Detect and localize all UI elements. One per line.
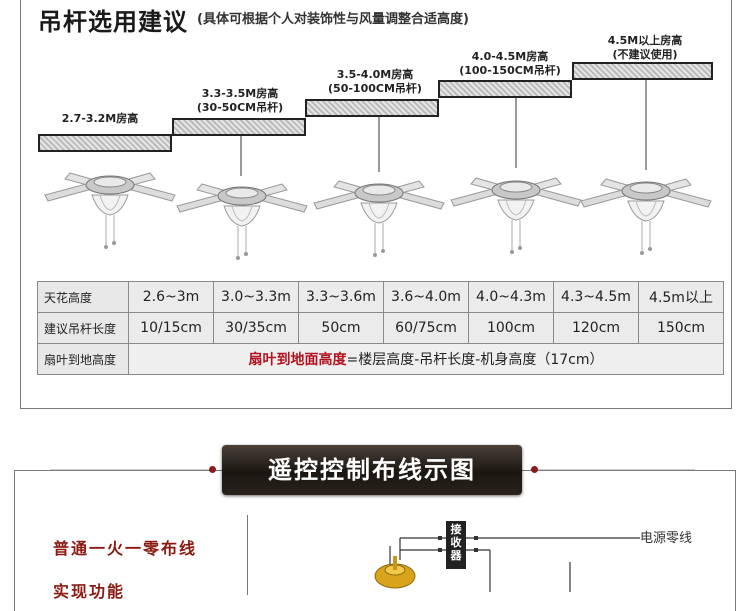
downrod-5 xyxy=(645,80,647,170)
ceiling-plate-3 xyxy=(305,99,439,117)
ceiling-plate-1 xyxy=(38,134,172,152)
step-2-label: 3.3-3.5M房高 (30-50CM吊杆) xyxy=(185,87,295,115)
step-1-height: 2.7-3.2M房高 xyxy=(61,112,139,125)
table-cell: 3.6~4.0m xyxy=(383,281,469,313)
rod-length-table: 天花高度 2.6~3m 3.0~3.3m 3.3~3.6m 3.6~4.0m 4… xyxy=(37,281,724,375)
formula-highlight: 扇叶到地面高度 xyxy=(248,352,347,368)
wiring-method-title: 普通一火一零布线 xyxy=(53,539,198,558)
table-cell: 4.5m以上 xyxy=(638,281,724,313)
step-5-rod: (不建议使用) xyxy=(612,48,678,61)
section-frame xyxy=(20,0,732,409)
formula-rest: =楼层高度-吊杆长度-机身高度（17cm） xyxy=(346,352,604,368)
downrod-3 xyxy=(378,117,380,172)
wiring-diagram xyxy=(374,536,640,592)
divider-right xyxy=(530,469,695,470)
receiver-box: 接收器 xyxy=(446,521,466,569)
decor-dot-left xyxy=(209,466,216,473)
ceiling-fan-illustrations xyxy=(44,172,712,261)
ceiling-plate-5 xyxy=(572,62,713,80)
table-cell: 30/35cm xyxy=(213,312,299,344)
table-row: 天花高度 2.6~3m 3.0~3.3m 3.3~3.6m 3.6~4.0m 4… xyxy=(37,281,724,313)
ceiling-plate-4 xyxy=(438,80,572,98)
step-4-height: 4.0-4.5M房高 xyxy=(471,50,549,63)
step-5-height: 4.5M以上房高 xyxy=(607,34,683,47)
table-cell: 3.0~3.3m xyxy=(213,281,299,313)
table-cell: 4.3~4.5m xyxy=(553,281,639,313)
ceiling-plate-2 xyxy=(172,118,306,136)
table-cell: 50cm xyxy=(298,312,384,344)
divider-left xyxy=(50,469,215,470)
step-2-height: 3.3-3.5M房高 xyxy=(201,87,279,100)
table-row: 扇叶到地高度 扇叶到地面高度=楼层高度-吊杆长度-机身高度（17cm） xyxy=(37,343,724,375)
step-1-label: 2.7-3.2M房高 xyxy=(50,112,150,126)
table-cell: 150cm xyxy=(638,312,724,344)
step-3-label: 3.5-4.0M房高 (50-100CM吊杆) xyxy=(320,68,430,96)
table-row: 建议吊杆长度 10/15cm 30/35cm 50cm 60/75cm 100c… xyxy=(37,312,724,344)
step-4-label: 4.0-4.5M房高 (100-150CM吊杆) xyxy=(455,50,565,78)
step-5-label: 4.5M以上房高 (不建议使用) xyxy=(590,34,700,62)
decor-dot-right xyxy=(531,466,538,473)
row-label-blade-height: 扇叶到地高度 xyxy=(37,343,129,375)
row-label-rod-length: 建议吊杆长度 xyxy=(37,312,129,344)
power-neutral-label: 电源零线 xyxy=(640,531,693,546)
downrod-4 xyxy=(515,98,517,168)
table-cell: 60/75cm xyxy=(383,312,469,344)
page-title: 吊杆选用建议 xyxy=(38,8,188,36)
wiring-section-banner: 遥控控制布线示图 xyxy=(222,445,522,495)
table-cell: 120cm xyxy=(553,312,639,344)
downrod-2 xyxy=(240,136,242,176)
step-4-rod: (100-150CM吊杆) xyxy=(459,64,561,77)
page-subtitle: (具体可根据个人对装饰性与风量调整合适高度) xyxy=(197,12,469,27)
step-3-rod: (50-100CM吊杆) xyxy=(328,82,422,95)
step-3-height: 3.5-4.0M房高 xyxy=(336,68,414,81)
blade-height-formula: 扇叶到地面高度=楼层高度-吊杆长度-机身高度（17cm） xyxy=(128,343,724,375)
feature-title: 实现功能 xyxy=(53,582,126,601)
table-cell: 3.3~3.6m xyxy=(298,281,384,313)
table-cell: 4.0~4.3m xyxy=(468,281,554,313)
table-cell: 10/15cm xyxy=(128,312,214,344)
row-label-ceiling-height: 天花高度 xyxy=(37,281,129,313)
step-2-rod: (30-50CM吊杆) xyxy=(196,101,284,114)
separator-line xyxy=(247,515,248,595)
table-cell: 2.6~3m xyxy=(128,281,214,313)
table-cell: 100cm xyxy=(468,312,554,344)
